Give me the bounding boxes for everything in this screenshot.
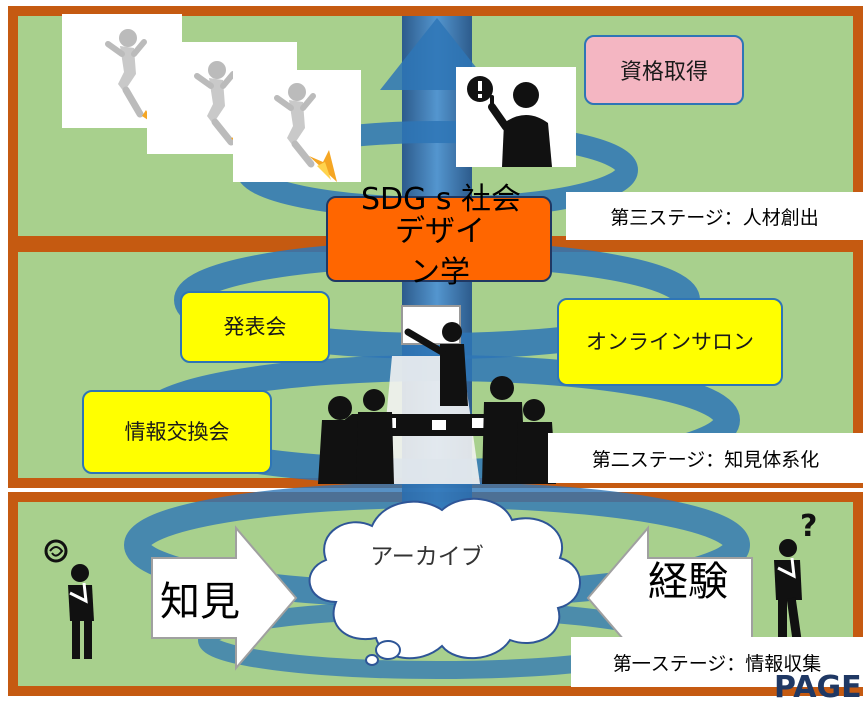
knowledge-arrow — [151, 525, 298, 671]
stage3-label: 第三ステージ：人材創出 — [566, 192, 863, 240]
businessman-idea-image — [456, 67, 576, 167]
experience-label: 経験 — [648, 559, 728, 605]
page-corner-text: PAGE — [774, 670, 862, 705]
jumping-figure-image-3 — [233, 70, 361, 182]
knowledge-label: 知見 — [160, 579, 240, 625]
archive-cloud — [308, 497, 581, 666]
center-title-main: デザイン学 — [395, 214, 485, 290]
archive-label: アーカイブ — [370, 544, 484, 570]
svg-text:?: ? — [800, 509, 817, 544]
question-person-icon: ? — [774, 509, 817, 647]
event-presentation: 発表会 — [180, 291, 330, 363]
center-title-top: SDG s 社会 — [360, 182, 522, 217]
qualification-badge: 資格取得 — [584, 35, 744, 105]
stage2-label: 第二ステージ：知見体系化 — [548, 433, 863, 483]
center-title-box — [326, 196, 552, 282]
meeting-presentation-image — [318, 305, 556, 484]
event-online-salon: オンラインサロン — [557, 298, 783, 386]
stage1-label: 第一ステージ：情報収集 — [571, 637, 863, 687]
confused-person-icon — [44, 539, 94, 659]
event-info-exchange: 情報交換会 — [82, 390, 272, 474]
